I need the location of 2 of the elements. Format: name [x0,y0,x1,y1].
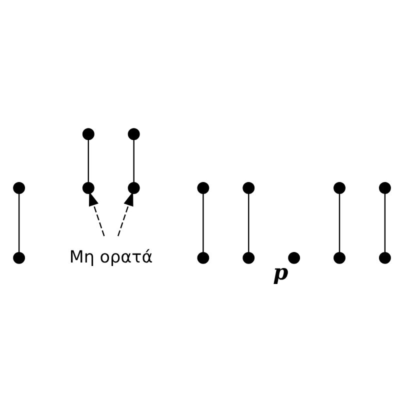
node-label: p [273,260,288,285]
node-text: Μη ορατά [69,246,153,266]
